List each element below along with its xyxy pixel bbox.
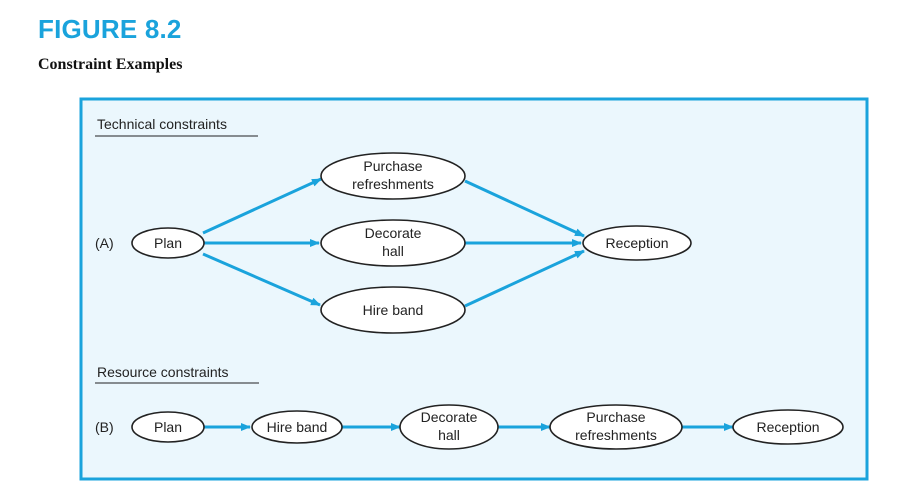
node-a-plan: Plan bbox=[131, 227, 205, 259]
node-b-decorate-line1: Decorate bbox=[421, 409, 478, 425]
figure-caption: Constraint Examples bbox=[38, 56, 183, 73]
node-a-hire-band: Hire band bbox=[320, 286, 466, 334]
edge-a-plan-purchase bbox=[202, 177, 322, 235]
section-a-tag: (A) bbox=[95, 235, 114, 251]
node-a-purchase-refreshments: Purchase refreshments bbox=[320, 152, 466, 200]
node-a-decorate-line1: Decorate bbox=[365, 225, 422, 241]
network-a-edges bbox=[202, 177, 585, 308]
node-b-plan: Plan bbox=[131, 411, 205, 443]
node-a-decorate-hall: Decorate hall bbox=[320, 219, 466, 267]
node-b-purchase-refreshments: Purchase refreshments bbox=[549, 404, 683, 450]
node-b-decorate-hall: Decorate hall bbox=[399, 404, 499, 450]
edge-a-hire-reception bbox=[464, 249, 585, 308]
node-b-plan-label: Plan bbox=[154, 419, 182, 435]
node-b-decorate-line2: hall bbox=[438, 427, 460, 443]
node-a-reception: Reception bbox=[582, 225, 692, 261]
node-a-reception-label: Reception bbox=[605, 235, 668, 251]
node-b-hire-band: Hire band bbox=[251, 410, 343, 444]
node-b-reception-label: Reception bbox=[756, 419, 819, 435]
figure-label: FIGURE 8.2 bbox=[38, 14, 182, 44]
technical-constraints-title: Technical constraints bbox=[97, 116, 227, 132]
node-b-purchase-line1: Purchase bbox=[586, 409, 645, 425]
node-a-purchase-line1: Purchase bbox=[363, 158, 422, 174]
node-b-purchase-line2: refreshments bbox=[575, 427, 657, 443]
node-b-reception: Reception bbox=[732, 409, 844, 445]
node-a-purchase-line2: refreshments bbox=[352, 176, 434, 192]
node-b-hire-label: Hire band bbox=[267, 419, 328, 435]
edge-a-purchase-reception bbox=[464, 179, 585, 238]
section-b-tag: (B) bbox=[95, 419, 114, 435]
resource-constraints-title: Resource constraints bbox=[97, 364, 229, 380]
node-a-plan-label: Plan bbox=[154, 235, 182, 251]
edge-a-plan-hire bbox=[202, 252, 321, 307]
node-a-decorate-line2: hall bbox=[382, 243, 404, 259]
node-a-hire-label: Hire band bbox=[363, 302, 424, 318]
